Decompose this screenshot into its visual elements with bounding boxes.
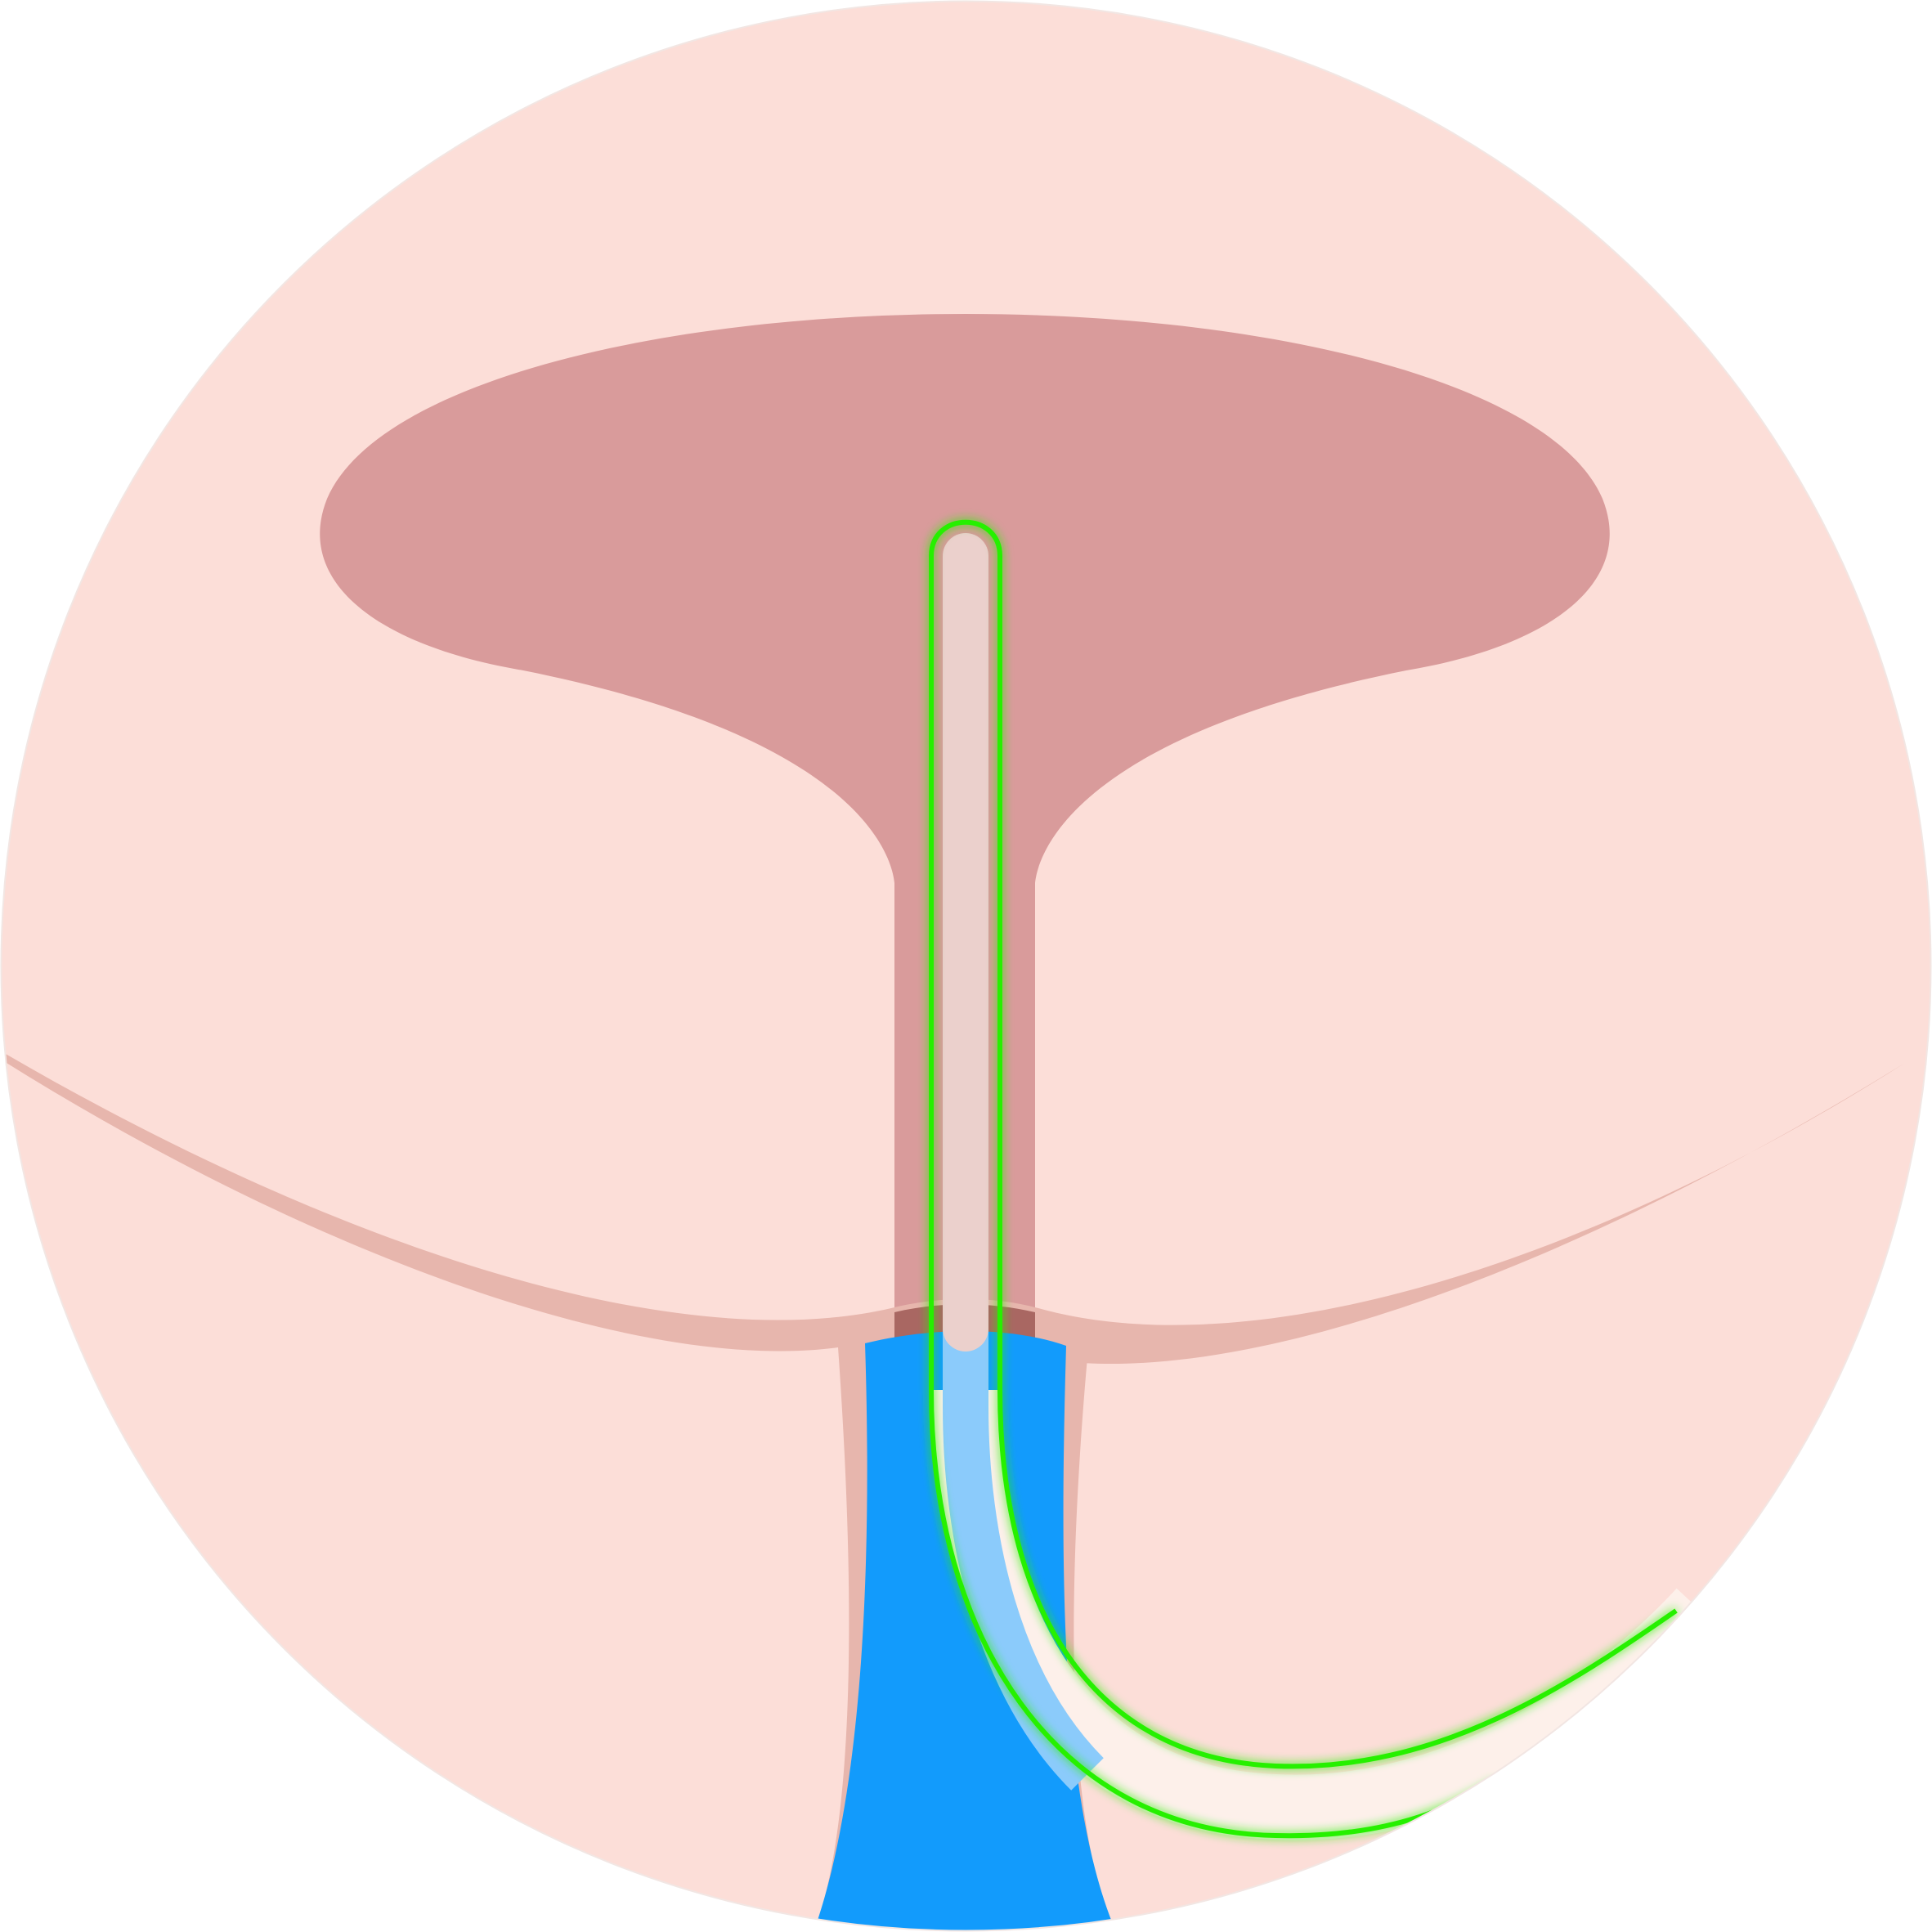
catheter-outline-outer — [929, 519, 1678, 1769]
catheter-outline-inner — [929, 1389, 1498, 1839]
catheter-highlight-outline — [929, 519, 1678, 1839]
urethra-lumen — [814, 1331, 1116, 1931]
catheter-urethral-segment — [943, 1329, 1105, 1791]
